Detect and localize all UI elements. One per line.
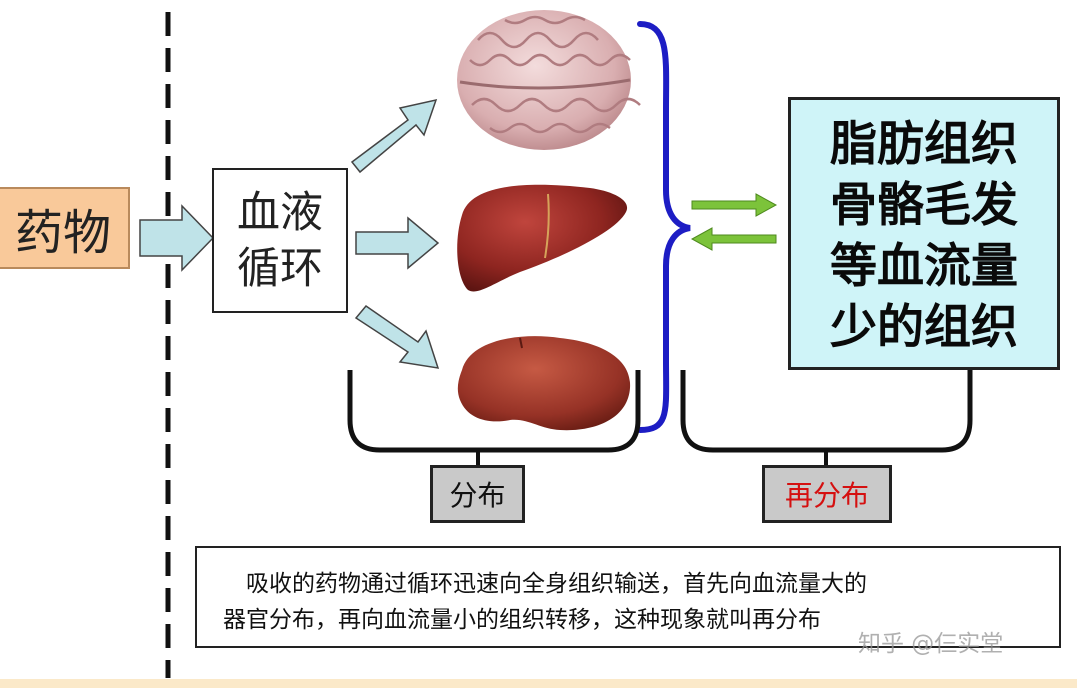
arrow-to-brain xyxy=(350,98,438,174)
note-line-2: 器官分布，再向血流量小的组织转移，这种现象就叫再分布 xyxy=(223,607,821,633)
blood-circulation-box: 血液 循环 xyxy=(212,168,348,313)
arrow-from-tissues xyxy=(690,227,777,251)
distribution-label: 分布 xyxy=(430,465,525,523)
low-perfusion-tissue-box: 脂肪组织 骨骼毛发 等血流量 少的组织 xyxy=(788,97,1060,370)
drug-box: 药物 xyxy=(0,187,130,269)
note-line-1: 吸收的药物通过循环迅速向全身组织输送，首先向血流量大的 xyxy=(246,571,867,597)
watermark: 知乎 @仨实堂 xyxy=(858,631,1004,657)
redistribution-label: 再分布 xyxy=(762,465,892,523)
kidney-icon xyxy=(457,336,631,431)
liver-icon xyxy=(457,184,628,292)
distribution-bracket xyxy=(347,370,641,453)
explanation-note: 吸收的药物通过循环迅速向全身组织输送，首先向血流量大的 器官分布，再向血流量小的… xyxy=(195,546,1061,648)
bottom-strip xyxy=(0,679,1077,688)
arrow-to-kidney xyxy=(354,304,440,369)
arrow-to-tissues xyxy=(691,193,778,217)
arrow-drug-to-circulation xyxy=(139,204,215,272)
brain-icon xyxy=(457,10,641,150)
redistribution-bracket xyxy=(680,370,973,453)
blue-brace xyxy=(637,21,691,433)
arrow-to-liver xyxy=(355,216,440,270)
